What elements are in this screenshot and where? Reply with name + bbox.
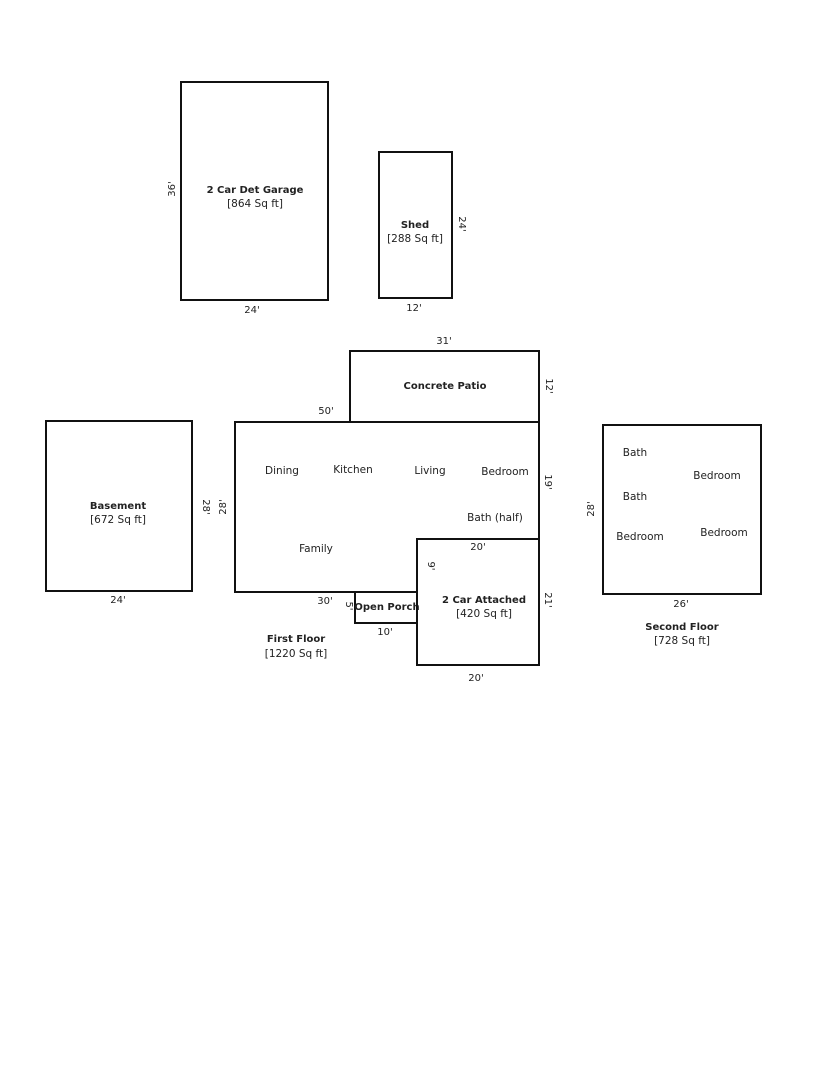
- detached-garage-area: [864 Sq ft]: [227, 198, 283, 210]
- second-floor: Bath Bath Bedroom Bedroom Bedroom 28' 26…: [586, 424, 762, 647]
- detached-garage-outline: [180, 81, 329, 301]
- basement-outline: [45, 420, 193, 592]
- concrete-patio-title: Concrete Patio: [404, 381, 487, 392]
- attached-garage: 2 Car Attached [420 Sq ft] 20' 9' 21' 20…: [416, 538, 553, 684]
- shed-outline: [378, 151, 453, 299]
- room-living-label: Living: [414, 465, 445, 477]
- detached-garage-bottom-dimension: 24': [244, 305, 259, 316]
- room-bedroom-1-label: Bedroom: [693, 470, 741, 482]
- attached-garage-top-dimension: 20': [470, 542, 485, 553]
- first-floor-right-dimension: 19': [542, 474, 553, 489]
- concrete-patio: Concrete Patio 31' 12': [349, 336, 554, 423]
- open-porch: Open Porch 5' 10': [343, 591, 420, 638]
- shed: Shed [288 Sq ft] 24' 12': [378, 151, 467, 314]
- concrete-patio-side-dimension: 12': [543, 378, 554, 393]
- second-floor-outline: [602, 424, 762, 595]
- detached-garage: 2 Car Det Garage [864 Sq ft] 36' 24': [167, 81, 329, 316]
- room-kitchen-label: Kitchen: [333, 464, 372, 476]
- attached-garage-right-dimension: 21': [542, 592, 553, 607]
- attached-garage-title: 2 Car Attached: [442, 595, 526, 606]
- room-dining-label: Dining: [265, 465, 299, 477]
- shed-bottom-dimension: 12': [406, 303, 421, 314]
- room-bath-2-label: Bath: [623, 491, 647, 503]
- first-floor-bottom-dimension: 30': [317, 596, 332, 607]
- attached-garage-outline: [416, 538, 540, 666]
- attached-garage-left-dimension: 9': [425, 561, 436, 570]
- basement: Basement [672 Sq ft] 28' 24': [45, 420, 211, 606]
- open-porch-side-dimension: 5': [343, 601, 354, 610]
- first-floor-outline: [234, 421, 540, 593]
- first-floor: 50' 28' 19' 30' Dining Kitchen Living Be…: [218, 406, 553, 660]
- shed-title: Shed: [401, 220, 429, 231]
- basement-area: [672 Sq ft]: [90, 514, 146, 526]
- shed-side-dimension: 24': [456, 216, 467, 231]
- second-floor-area: [728 Sq ft]: [654, 635, 710, 647]
- open-porch-bottom-dimension: 10': [377, 627, 392, 638]
- second-floor-title: Second Floor: [645, 622, 719, 633]
- room-bath-1-label: Bath: [623, 447, 647, 459]
- room-bedroom-label: Bedroom: [481, 466, 529, 478]
- first-floor-left-dimension: 28': [218, 499, 229, 514]
- detached-garage-side-dimension: 36': [167, 181, 178, 196]
- detached-garage-title: 2 Car Det Garage: [207, 185, 304, 196]
- attached-garage-bottom-dimension: 20': [468, 673, 483, 684]
- shed-area: [288 Sq ft]: [387, 233, 443, 245]
- second-floor-side-dimension: 28': [586, 501, 597, 516]
- open-porch-title: Open Porch: [354, 602, 419, 613]
- first-floor-area: [1220 Sq ft]: [265, 648, 328, 660]
- first-floor-title: First Floor: [267, 634, 325, 645]
- concrete-patio-top-dimension: 31': [436, 336, 451, 347]
- basement-side-dimension: 28': [200, 499, 211, 514]
- basement-bottom-dimension: 24': [110, 595, 125, 606]
- room-bedroom-2-label: Bedroom: [616, 531, 664, 543]
- room-family-label: Family: [299, 543, 333, 555]
- room-bath-half-label: Bath (half): [467, 512, 523, 524]
- attached-garage-area: [420 Sq ft]: [456, 608, 512, 620]
- first-floor-top-dimension: 50': [318, 406, 333, 417]
- room-bedroom-3-label: Bedroom: [700, 527, 748, 539]
- basement-title: Basement: [90, 501, 146, 512]
- second-floor-bottom-dimension: 26': [673, 599, 688, 610]
